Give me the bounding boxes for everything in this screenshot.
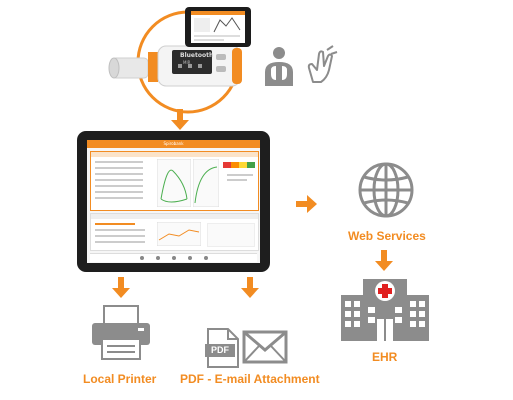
trend-graph	[157, 222, 201, 246]
tablet-screen: Spirobank	[87, 140, 260, 263]
arrow-device-to-tablet	[171, 109, 189, 130]
flow-volume-graph	[157, 159, 191, 207]
volume-time-graph	[193, 159, 219, 207]
label-pdf-email: PDF - E-mail Attachment	[180, 372, 320, 386]
device-model-text: MIR	[183, 60, 191, 65]
label-web-services: Web Services	[348, 229, 426, 243]
device-brand-text: Bluetooth	[180, 52, 214, 59]
smartphone-icon	[185, 7, 251, 47]
arrow-tablet-to-printer	[112, 277, 130, 298]
label-local-printer: Local Printer	[83, 372, 157, 386]
patient-lungs-icon	[265, 47, 293, 86]
label-ehr: EHR	[372, 350, 398, 364]
bottom-toolbar	[90, 253, 257, 262]
spirometer-device-icon	[108, 45, 242, 87]
results-panel	[90, 151, 259, 211]
arrow-web-to-ehr	[375, 250, 393, 271]
tablet-icon: Spirobank	[77, 131, 270, 272]
pdf-icon-text: PDF	[211, 345, 229, 355]
pdf-file-icon	[205, 328, 239, 368]
printer-icon	[92, 305, 150, 360]
app-header-bar: Spirobank	[87, 140, 260, 148]
hand-touch-icon	[307, 45, 338, 83]
arrow-tablet-to-web	[296, 195, 317, 213]
interpretation-bar	[223, 162, 255, 168]
arrow-tablet-to-pdf	[241, 277, 259, 298]
hospital-icon	[341, 279, 429, 341]
envelope-icon	[242, 330, 288, 364]
globe-icon	[358, 162, 414, 218]
history-panel	[90, 213, 259, 251]
app-title: Spirobank	[163, 141, 184, 146]
